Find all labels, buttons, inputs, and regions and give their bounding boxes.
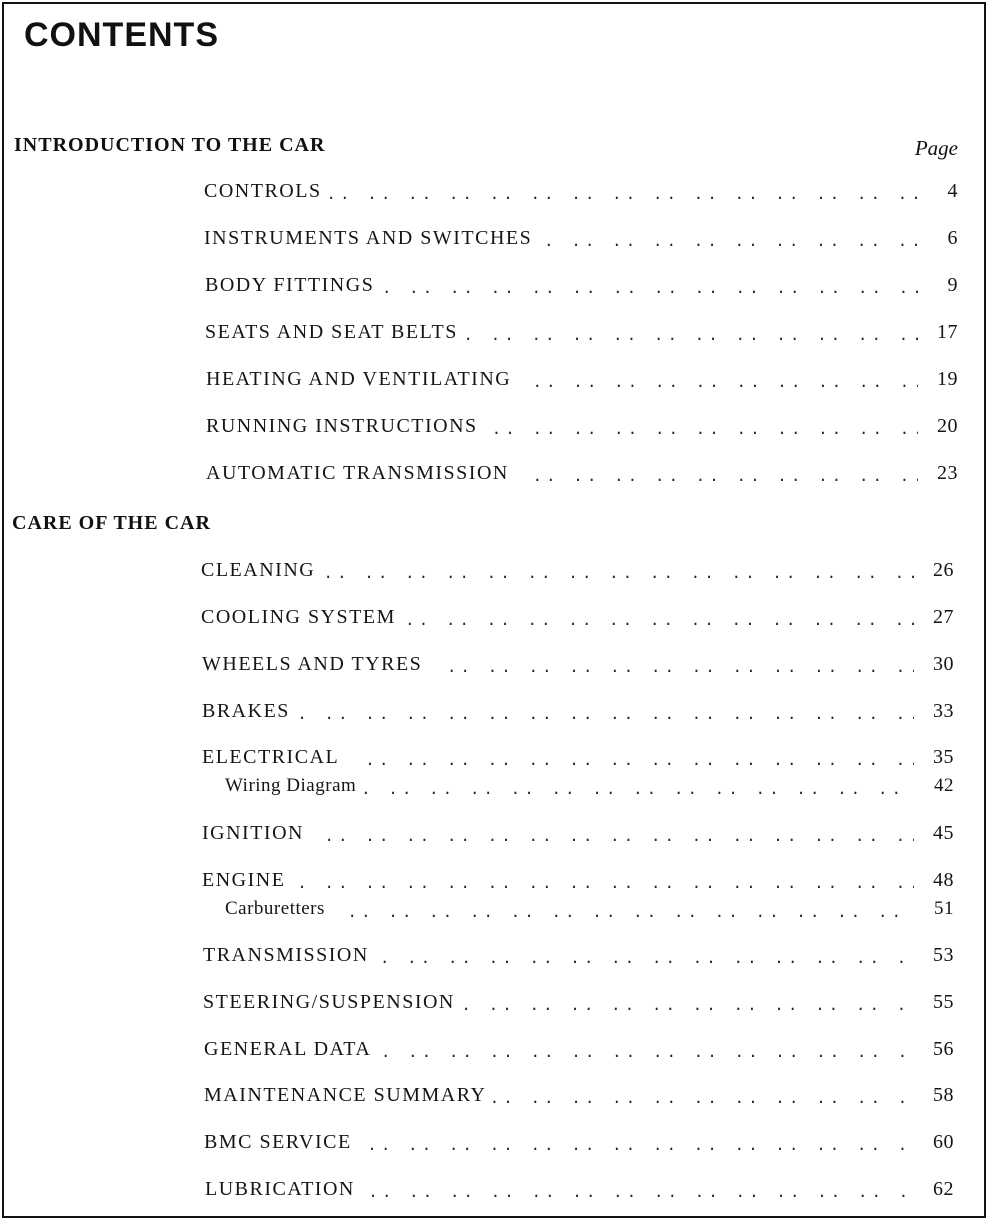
entry-page-number: 53: [914, 944, 954, 967]
toc-entry-cooling-system[interactable]: .. .. .. .. .. .. .. .. .. .. .. .. .. .…: [201, 606, 954, 634]
entry-title: LUBRICATION: [205, 1178, 361, 1201]
leader-dots: .. .. .. .. .. .. .. .. .. .. .. .. .. .…: [205, 280, 918, 298]
toc-entry-heating-and-ventilating[interactable]: .. .. .. .. .. .. .. .. .. .. .. .. .. .…: [206, 368, 958, 396]
entry-title: MAINTENANCE SUMMARY: [204, 1084, 493, 1107]
entry-title: BRAKES: [202, 700, 296, 723]
entry-title: AUTOMATIC TRANSMISSION: [206, 462, 515, 485]
leader-dots: .. .. .. .. .. .. .. .. .. .. .. .. .. .…: [202, 875, 914, 893]
toc-entry-maintenance-summary[interactable]: .. .. .. .. .. .. .. .. .. .. .. .. .. .…: [204, 1084, 954, 1112]
entry-page-number: 35: [914, 746, 954, 769]
leader-dots: .. .. .. .. .. .. .. .. .. .. .. .. .. .…: [202, 752, 914, 770]
entry-title: STEERING/SUSPENSION: [203, 991, 461, 1014]
entry-title: BODY FITTINGS: [205, 274, 381, 297]
entry-page-number: 27: [914, 606, 954, 629]
leader-dots: .. .. .. .. .. .. .. .. .. .. .. .. .. .…: [204, 1137, 914, 1155]
toc-entry-carburetters[interactable]: .. .. .. .. .. .. .. .. .. .. .. .. .. .…: [225, 898, 954, 926]
leader-dots: .. .. .. .. .. .. .. .. .. .. .. .. .. .…: [203, 950, 914, 968]
leader-dots: .. .. .. .. .. .. .. .. .. .. .. .. .. .…: [201, 565, 914, 583]
entry-title: TRANSMISSION: [203, 944, 375, 967]
entry-title: RUNNING INSTRUCTIONS: [206, 415, 484, 438]
toc-entry-brakes[interactable]: .. .. .. .. .. .. .. .. .. .. .. .. .. .…: [202, 700, 954, 728]
toc-entry-wiring-diagram[interactable]: .. .. .. .. .. .. .. .. .. .. .. .. .. .…: [225, 775, 954, 803]
entry-title: COOLING SYSTEM: [201, 606, 402, 629]
entry-title: WHEELS AND TYRES: [202, 653, 429, 676]
leader-dots: .. .. .. .. .. .. .. .. .. .. .. .. .. .…: [204, 186, 918, 204]
section-heading-care-of-the-car: CARE OF THE CAR: [12, 512, 211, 534]
entry-page-number: 60: [914, 1131, 954, 1154]
leader-dots: .. .. .. .. .. .. .. .. .. .. .. .. .. .…: [204, 1044, 914, 1062]
toc-entry-controls[interactable]: .. .. .. .. .. .. .. .. .. .. .. .. .. .…: [204, 180, 958, 208]
leader-dots: .. .. .. .. .. .. .. .. .. .. .. .. .. .…: [202, 706, 914, 724]
toc-entry-bmc-service[interactable]: .. .. .. .. .. .. .. .. .. .. .. .. .. .…: [204, 1131, 954, 1159]
toc-entry-ignition[interactable]: .. .. .. .. .. .. .. .. .. .. .. .. .. .…: [202, 822, 954, 850]
toc-entry-instruments-and-switches[interactable]: .. .. .. .. .. .. .. .. .. .. .. .. .. .…: [204, 227, 958, 255]
toc-entry-engine[interactable]: .. .. .. .. .. .. .. .. .. .. .. .. .. .…: [202, 869, 954, 897]
leader-dots: .. .. .. .. .. .. .. .. .. .. .. .. .. .…: [225, 904, 914, 922]
entry-title: HEATING AND VENTILATING: [206, 368, 518, 391]
entry-title: IGNITION: [202, 822, 310, 845]
toc-entry-cleaning[interactable]: .. .. .. .. .. .. .. .. .. .. .. .. .. .…: [201, 559, 954, 587]
leader-dots: .. .. .. .. .. .. .. .. .. .. .. .. .. .…: [202, 828, 914, 846]
entry-title: GENERAL DATA: [204, 1038, 378, 1061]
toc-entry-general-data[interactable]: .. .. .. .. .. .. .. .. .. .. .. .. .. .…: [204, 1038, 954, 1066]
toc-entry-steering-suspension[interactable]: .. .. .. .. .. .. .. .. .. .. .. .. .. .…: [203, 991, 954, 1019]
entry-page-number: 45: [914, 822, 954, 845]
entry-title: ENGINE: [202, 869, 292, 892]
toc-entry-automatic-transmission[interactable]: .. .. .. .. .. .. .. .. .. .. .. .. .. .…: [206, 462, 958, 490]
entry-page-number: 30: [914, 653, 954, 676]
section-heading-introduction: INTRODUCTION TO THE CAR: [14, 134, 326, 156]
entry-page-number: 42: [914, 775, 954, 797]
entry-page-number: 4: [918, 180, 958, 203]
entry-page-number: 26: [914, 559, 954, 582]
toc-entry-running-instructions[interactable]: .. .. .. .. .. .. .. .. .. .. .. .. .. .…: [206, 415, 958, 443]
toc-entry-transmission[interactable]: .. .. .. .. .. .. .. .. .. .. .. .. .. .…: [203, 944, 954, 972]
entry-page-number: 33: [914, 700, 954, 723]
entry-title: Wiring Diagram: [225, 775, 363, 797]
page-column-label: Page: [914, 136, 958, 160]
leader-dots: .. .. .. .. .. .. .. .. .. .. .. .. .. .…: [205, 1184, 914, 1202]
entry-page-number: 17: [918, 321, 958, 344]
entry-page-number: 20: [918, 415, 958, 438]
page-title: CONTENTS: [24, 16, 219, 54]
toc-entry-lubrication[interactable]: .. .. .. .. .. .. .. .. .. .. .. .. .. .…: [205, 1178, 954, 1206]
toc-entry-seats-and-seat-belts[interactable]: .. .. .. .. .. .. .. .. .. .. .. .. .. .…: [205, 321, 958, 349]
entry-page-number: 58: [914, 1084, 954, 1107]
entry-title: CONTROLS: [204, 180, 328, 203]
entry-title: SEATS AND SEAT BELTS: [205, 321, 464, 344]
entry-page-number: 51: [914, 898, 954, 920]
entry-title: CLEANING: [201, 559, 322, 582]
entry-title: ELECTRICAL: [202, 746, 346, 769]
entry-page-number: 23: [918, 462, 958, 485]
leader-dots: .. .. .. .. .. .. .. .. .. .. .. .. .. .…: [225, 781, 914, 799]
toc-entry-wheels-and-tyres[interactable]: .. .. .. .. .. .. .. .. .. .. .. .. .. .…: [202, 653, 954, 681]
entry-page-number: 48: [914, 869, 954, 892]
entry-page-number: 56: [914, 1038, 954, 1061]
entry-title: INSTRUMENTS AND SWITCHES: [204, 227, 539, 250]
entry-title: Carburetters: [225, 898, 331, 920]
entry-title: BMC SERVICE: [204, 1131, 358, 1154]
entry-page-number: 19: [918, 368, 958, 391]
entry-page-number: 62: [914, 1178, 954, 1201]
toc-entry-electrical[interactable]: .. .. .. .. .. .. .. .. .. .. .. .. .. .…: [202, 746, 954, 774]
toc-entry-body-fittings[interactable]: .. .. .. .. .. .. .. .. .. .. .. .. .. .…: [205, 274, 958, 302]
entry-page-number: 6: [918, 227, 958, 250]
entry-page-number: 9: [918, 274, 958, 297]
entry-page-number: 55: [914, 991, 954, 1014]
